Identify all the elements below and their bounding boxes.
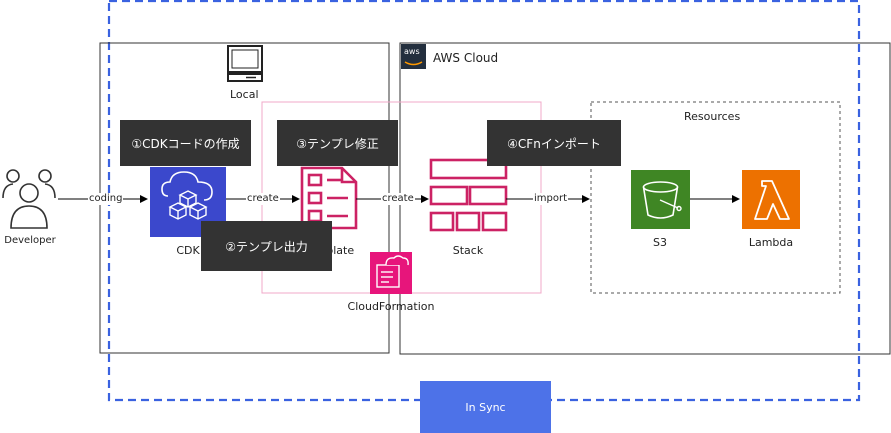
lambda-icon <box>742 170 800 229</box>
cloudformation-icon <box>370 252 412 294</box>
cdk-label: CDK <box>176 244 200 257</box>
step-4-callout: ④CFnインポート <box>487 120 621 166</box>
aws-logo-icon <box>401 44 426 69</box>
template-icon <box>300 166 358 230</box>
lambda-label: Lambda <box>748 236 794 249</box>
stack-label: Stack <box>452 244 484 257</box>
step-1-callout: ①CDKコードの作成 <box>120 120 251 166</box>
edge-label-create-1: create <box>246 193 280 205</box>
s3-label: S3 <box>653 236 667 249</box>
aws-cloud-label: AWS Cloud <box>433 51 499 65</box>
developer-label: Developer <box>4 235 56 246</box>
edge-label-create-2: create <box>381 193 415 205</box>
in-sync-badge: In Sync <box>420 381 551 433</box>
aws-logo-text: aws <box>404 47 420 56</box>
stack-icon <box>429 158 508 232</box>
step-3-callout: ③テンプレ修正 <box>277 120 398 166</box>
step-2-callout: ②テンプレ出力 <box>201 221 332 271</box>
edge-label-import: import <box>533 193 569 205</box>
developer-icon <box>2 169 56 229</box>
edge-label-coding: coding <box>88 193 124 205</box>
cloudformation-label: CloudFormation <box>347 300 435 313</box>
local-label: Local <box>230 88 259 101</box>
computer-icon <box>227 45 263 82</box>
resources-group <box>590 101 841 294</box>
s3-bucket-icon <box>631 170 690 229</box>
resources-label: Resources <box>684 110 741 123</box>
